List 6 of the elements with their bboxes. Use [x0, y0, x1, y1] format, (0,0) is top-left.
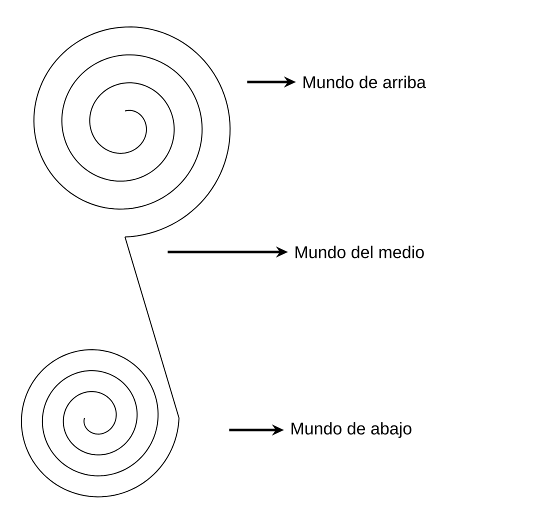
label-text: Mundo de abajo: [292, 422, 412, 438]
line-drawing: [124, 236, 180, 418]
spiral-drawing: [20, 349, 180, 498]
label-text: Mundo del medio: [296, 246, 424, 258]
label-text: Mundo de arriba: [304, 76, 426, 88]
spiral-drawing: [33, 26, 231, 238]
